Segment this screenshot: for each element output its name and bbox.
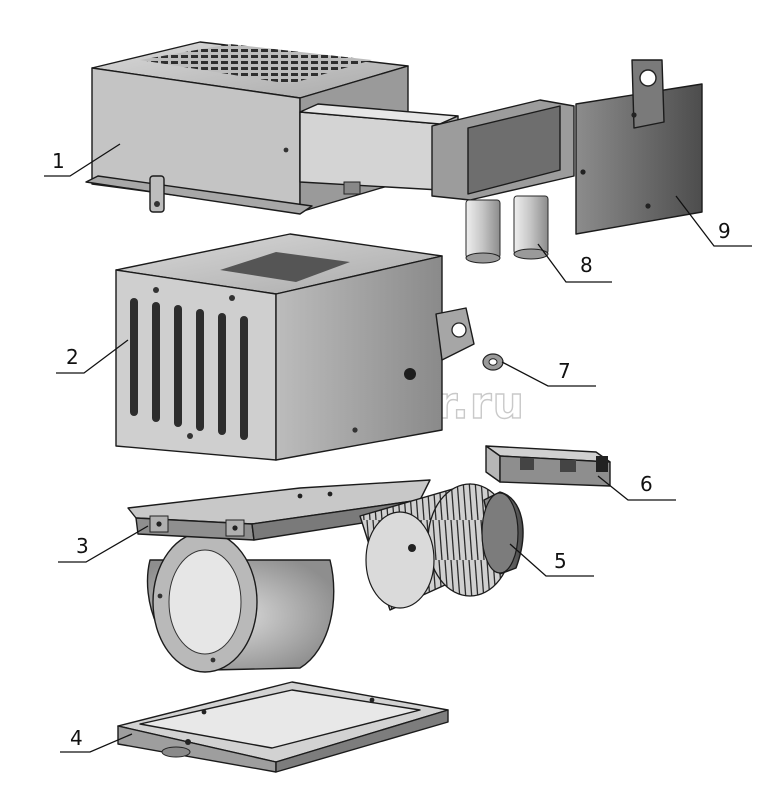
part-6-resistor — [485, 445, 611, 487]
part-2-main-housing — [115, 233, 475, 461]
part-1-heater-housing — [85, 41, 575, 264]
leader-lines — [44, 143, 752, 753]
part-5-fan-wheel-motor — [359, 483, 524, 611]
part-4-bottom-tray — [117, 681, 449, 773]
part-9-cover-plate — [575, 59, 703, 235]
callout-6: 6 — [640, 472, 653, 496]
callout-5: 5 — [554, 549, 567, 573]
callout-2: 2 — [66, 345, 79, 369]
vent-slots — [130, 298, 248, 440]
part-3-blower-housing — [127, 479, 431, 673]
callout-7: 7 — [558, 359, 571, 383]
callout-labels: 1 2 3 4 5 6 7 8 9 — [52, 149, 731, 750]
callout-4: 4 — [70, 726, 83, 750]
callout-3: 3 — [76, 534, 89, 558]
callout-9: 9 — [718, 219, 731, 243]
callout-1: 1 — [52, 149, 65, 173]
part-7-grommet — [482, 353, 504, 371]
callout-8: 8 — [580, 253, 593, 277]
